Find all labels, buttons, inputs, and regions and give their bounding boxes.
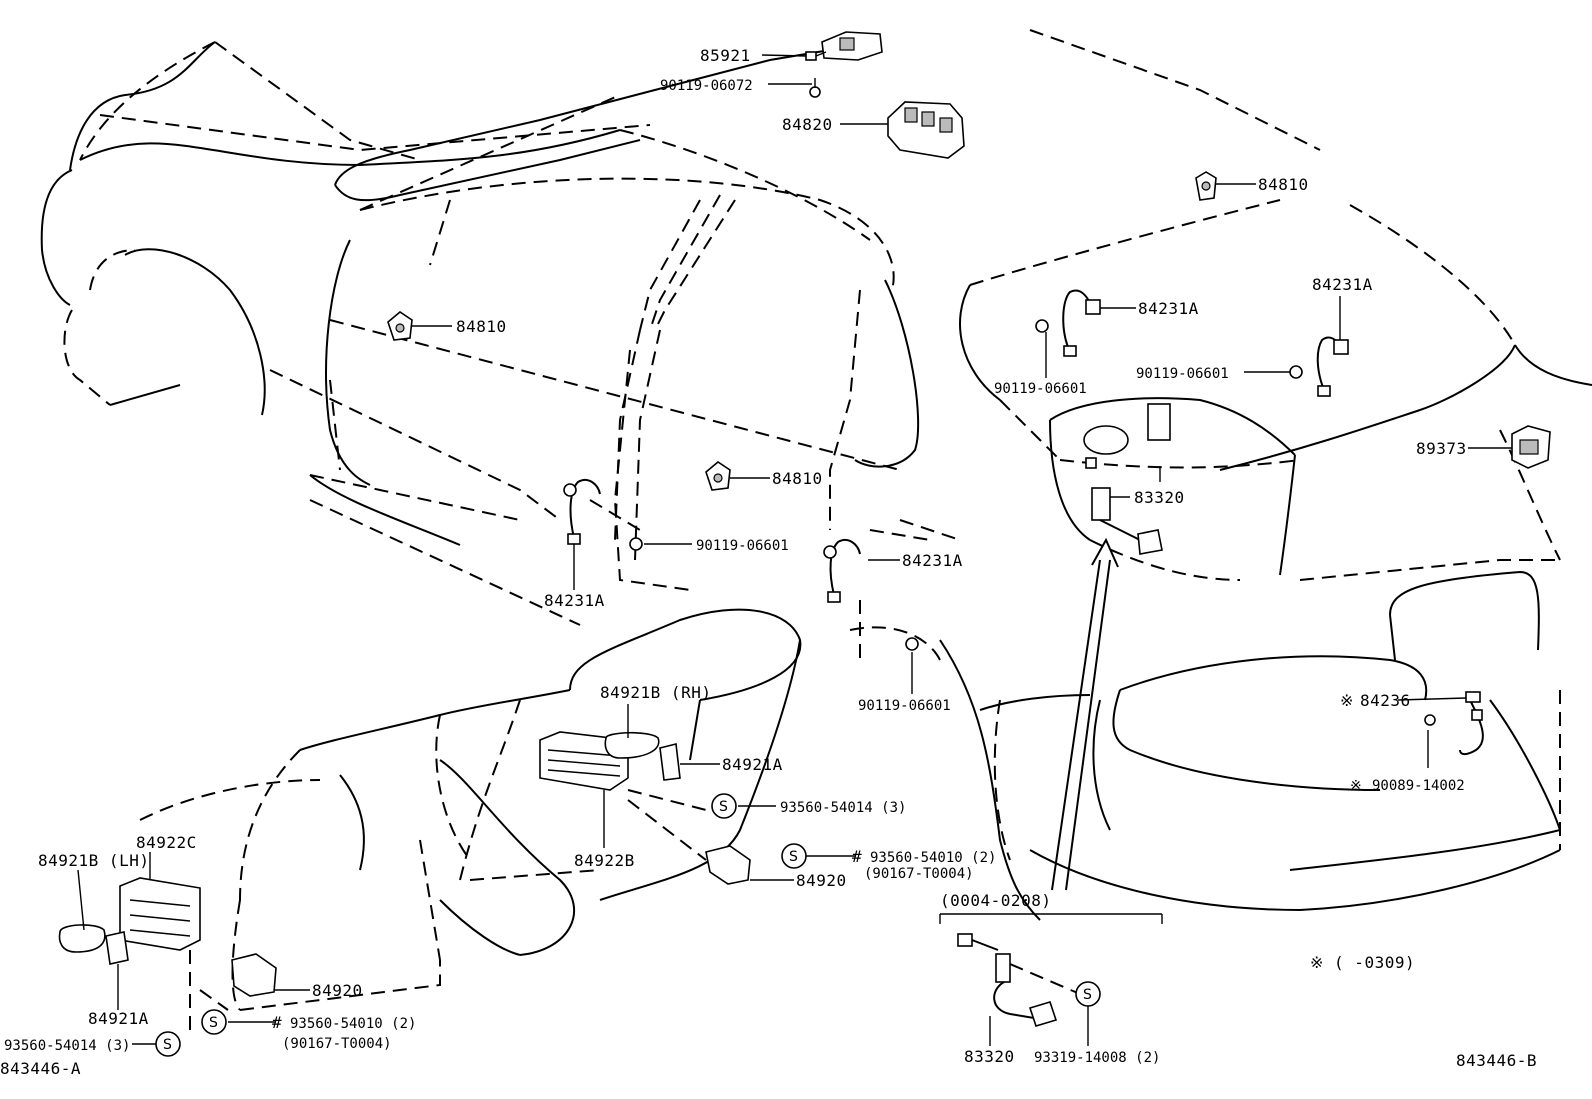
label-90167-t0004-left: (90167-T0004)	[282, 1036, 392, 1052]
label-93560-54010-left: 93560-54010 (2)	[290, 1016, 416, 1032]
label-84920-left: 84920	[312, 981, 363, 1000]
label-90119-06072: 90119-06072	[660, 78, 753, 94]
part-90119-06601-bolt-1	[1035, 319, 1049, 378]
label-84810-top: 84810	[1258, 175, 1309, 194]
s-marker-bottom: S	[1075, 981, 1101, 1007]
part-90119-06601-bolt-3	[629, 537, 643, 551]
s-marker-text: S	[1083, 987, 1092, 1003]
part-84810-switch-left	[387, 311, 413, 341]
part-84231a-harness-4	[823, 538, 861, 603]
part-labels: 85921 90119-06072 84820 84810 84810 8423…	[0, 46, 1537, 1078]
label-84922c: 84922C	[136, 833, 197, 852]
label-84820: 84820	[782, 115, 833, 134]
label-83320-lower: 83320	[964, 1047, 1015, 1066]
s-marker-text: S	[789, 849, 798, 865]
label-date-range: (0004-0208)	[940, 891, 1051, 910]
part-90089-14002-bolt	[1424, 714, 1436, 768]
s-marker-text: S	[719, 799, 728, 815]
s-marker-left-upper: S	[201, 1009, 227, 1035]
label-93319-14008: 93319-14008 (2)	[1034, 1050, 1160, 1066]
leader-lines	[77, 54, 1512, 1046]
label-84231a-right-2: 84231A	[1312, 275, 1373, 294]
label-84921a-right: 84921A	[722, 755, 783, 774]
part-83320-upper	[1083, 403, 1171, 555]
label-90167-t0004-right: (90167-T0004)	[864, 866, 974, 882]
label-83320-upper: 83320	[1134, 488, 1185, 507]
left-car-body-outline	[40, 41, 920, 626]
label-84922b: 84922B	[574, 851, 635, 870]
label-90089-14002-mark: ※	[1350, 778, 1362, 794]
label-84810-mid: 84810	[772, 469, 823, 488]
part-84921b-lh-knob	[58, 924, 106, 953]
label-84236: 84236	[1360, 691, 1411, 710]
part-84810-switch-mid	[705, 461, 731, 491]
label-84921b-lh: 84921B (LH)	[38, 851, 149, 870]
right-car-body-outline	[849, 29, 1592, 921]
label-ref-b: 843446-B	[1456, 1051, 1537, 1070]
part-89373-receiver	[1511, 425, 1551, 469]
label-90119-06601-r1: 90119-06601	[994, 381, 1087, 397]
part-90119-06601-bolt-4	[905, 637, 919, 651]
s-marker-text: S	[163, 1037, 172, 1053]
s-marker-right-lower: S	[781, 843, 807, 869]
label-84921a-left: 84921A	[88, 1009, 149, 1028]
part-84236-harness	[1459, 691, 1484, 756]
label-84810-left: 84810	[456, 317, 507, 336]
label-84231a-right-1: 84231A	[1138, 299, 1199, 318]
part-84810-switch-top	[1195, 171, 1217, 201]
part-84231a-harness-3	[563, 478, 601, 545]
part-84921a-knob-left	[105, 931, 129, 965]
part-84231a-harness-1	[1062, 289, 1101, 357]
part-84920-bracket-right	[705, 845, 751, 885]
label-85921: 85921	[700, 46, 751, 65]
label-93560-54014-right: 93560-54014 (3)	[780, 800, 906, 816]
label-93560-54014-left: 93560-54014 (3)	[4, 1038, 130, 1054]
part-84921b-rh-knob	[604, 731, 660, 759]
part-90119-06072-screw	[809, 78, 821, 98]
label-84236-mark: ※	[1340, 691, 1354, 710]
part-85921-switch	[805, 31, 883, 61]
part-90119-06601-bolt-2	[1289, 365, 1303, 379]
s-marker-right-upper: S	[711, 793, 737, 819]
part-84820-master-switch	[887, 101, 965, 159]
part-84921a-knob-right	[659, 743, 681, 781]
s-marker-text: S	[209, 1015, 218, 1031]
label-hash-right: #	[852, 847, 862, 866]
label-ref-a: 843446-A	[0, 1059, 81, 1078]
label-84920-right: 84920	[796, 871, 847, 890]
part-84231a-harness-2	[1316, 336, 1349, 397]
s-marker-left-lower: S	[155, 1031, 181, 1057]
label-84231a-mid: 84231A	[902, 551, 963, 570]
label-84231a-left: 84231A	[544, 591, 605, 610]
label-90119-06601-r2: 90119-06601	[1136, 366, 1229, 382]
label-note: ※ ( -0309)	[1310, 953, 1415, 972]
part-83320-lower	[957, 933, 1058, 1027]
label-90089-14002: 90089-14002	[1372, 778, 1465, 794]
part-84920-bracket-left	[231, 953, 277, 997]
part-84922c-switch-assembly	[119, 877, 201, 951]
label-90119-06601-low: 90119-06601	[858, 698, 951, 714]
label-93560-54010-right: 93560-54010 (2)	[870, 850, 996, 866]
label-84921b-rh: 84921B (RH)	[600, 683, 711, 702]
label-89373: 89373	[1416, 439, 1467, 458]
label-90119-06601-mid: 90119-06601	[696, 538, 789, 554]
label-hash-left: #	[272, 1013, 282, 1032]
